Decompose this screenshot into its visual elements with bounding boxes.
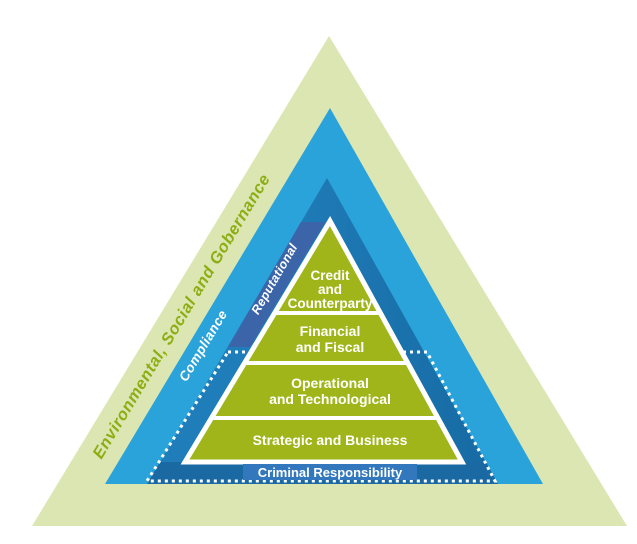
level-financial-and-fiscal: Financial and Fiscal [296,323,364,355]
green-pyramid [180,215,467,465]
level-2-line-2: and Fiscal [296,339,364,355]
dotted-trapezoid-outline [144,350,498,483]
reputational-band [228,222,325,347]
level-3-line-1: Operational [291,375,369,391]
criminal-responsibility-label: Criminal Responsibility [258,465,403,480]
level-4-line-1: Strategic and Business [253,432,408,448]
level-1-line-3: Counterparty [288,296,373,311]
criminal-responsibility-box [243,464,417,480]
level-operational-and-technological: Operational and Technological [269,375,391,407]
level-strategic-and-business: Strategic and Business [253,432,408,448]
level-credit-and-counterparty: Credit and Counterparty [288,268,373,311]
level-1-line-2: and [318,282,342,297]
level-2-line-1: Financial [300,323,361,339]
level-3-line-2: and Technological [269,391,391,407]
level-1-line-1: Credit [310,268,350,283]
